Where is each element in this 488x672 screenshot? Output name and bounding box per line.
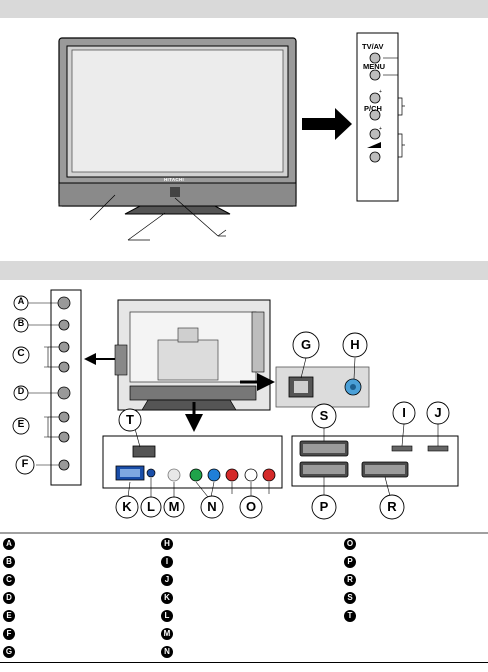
legend-item: A xyxy=(3,537,15,551)
legend-item: G xyxy=(3,645,15,659)
pch-label: P/CH xyxy=(364,104,382,113)
legend-badge: O xyxy=(344,538,356,550)
callout-letter-t: T xyxy=(126,412,134,427)
callout-letter-j: J xyxy=(434,405,442,420)
legend-item: J xyxy=(161,573,173,587)
legend-item: E xyxy=(3,609,15,623)
callout-letter-g: G xyxy=(300,337,312,352)
side-jack-letter-d: D xyxy=(17,386,25,396)
legend-badge: E xyxy=(3,610,15,622)
legend-item: L xyxy=(161,609,173,623)
legend-badge: B xyxy=(3,556,15,568)
legend-badge: C xyxy=(3,574,15,586)
legend-item: I xyxy=(161,555,173,569)
callout-letter-m: M xyxy=(168,499,180,514)
header-band-top xyxy=(0,0,488,18)
callout-circles xyxy=(12,295,450,520)
legend-badge: J xyxy=(161,574,173,586)
side-jack-letter-a: A xyxy=(17,296,25,306)
tv-brand-logo: HITACHI xyxy=(164,177,185,182)
menu-label: MENU xyxy=(363,62,386,71)
callout-letter-i: I xyxy=(402,405,406,420)
legend-item: H xyxy=(161,537,173,551)
legend-badge: H xyxy=(161,538,173,550)
header-band-middle xyxy=(0,261,488,280)
legend-badge: P xyxy=(344,556,356,568)
legend-badge: A xyxy=(3,538,15,550)
svg-text:+: + xyxy=(379,126,382,132)
legend-item: S xyxy=(344,591,356,605)
callout-letter-s: S xyxy=(319,408,329,423)
side-jack-letter-c: C xyxy=(17,348,25,359)
tv-front-view xyxy=(58,37,297,241)
tv-rear-view xyxy=(114,299,271,411)
callout-letter-r: R xyxy=(387,499,397,514)
legend-item: T xyxy=(344,609,356,623)
legend-item: O xyxy=(344,537,356,551)
callout-letter-l: L xyxy=(147,499,155,514)
power-antenna-panel xyxy=(275,357,370,408)
legend-item: M xyxy=(161,627,173,641)
side-jack-letter-f: F xyxy=(21,458,29,470)
svg-text:+: + xyxy=(379,89,382,95)
legend-item: N xyxy=(161,645,173,659)
legend-badge: S xyxy=(344,592,356,604)
legend-item: F xyxy=(3,627,15,641)
legend-badge: G xyxy=(3,646,15,658)
legend-item: R xyxy=(344,573,356,587)
side-jack-letter-b: B xyxy=(17,318,25,328)
arrow-to-side-panel xyxy=(302,108,352,140)
callout-letter-o: O xyxy=(245,499,257,514)
side-control-panel: + + xyxy=(356,32,405,202)
callout-letter-k: K xyxy=(122,499,132,514)
legend-item: P xyxy=(344,555,356,569)
legend-badge: I xyxy=(161,556,173,568)
side-jack-strip xyxy=(28,289,82,486)
legend-item: C xyxy=(3,573,15,587)
side-jack-letter-e: E xyxy=(17,419,25,430)
callout-letter-p: P xyxy=(319,499,329,514)
legend-badge: F xyxy=(3,628,15,640)
legend-badge: R xyxy=(344,574,356,586)
legend-item: K xyxy=(161,591,173,605)
legend-badge: N xyxy=(161,646,173,658)
callout-letter-h: H xyxy=(350,337,360,352)
rear-connector-panel-right xyxy=(291,423,459,497)
bottom-rule xyxy=(0,662,488,663)
callout-letter-n: N xyxy=(207,499,217,514)
legend-item: D xyxy=(3,591,15,605)
legend-badge: T xyxy=(344,610,356,622)
tv-av-label: TV/AV xyxy=(362,42,384,51)
legend-badge: D xyxy=(3,592,15,604)
legend-badge: K xyxy=(161,592,173,604)
legend-badge: M xyxy=(161,628,173,640)
legend-item: B xyxy=(3,555,15,569)
rear-connector-panel-left xyxy=(102,424,283,498)
legend-badge: L xyxy=(161,610,173,622)
